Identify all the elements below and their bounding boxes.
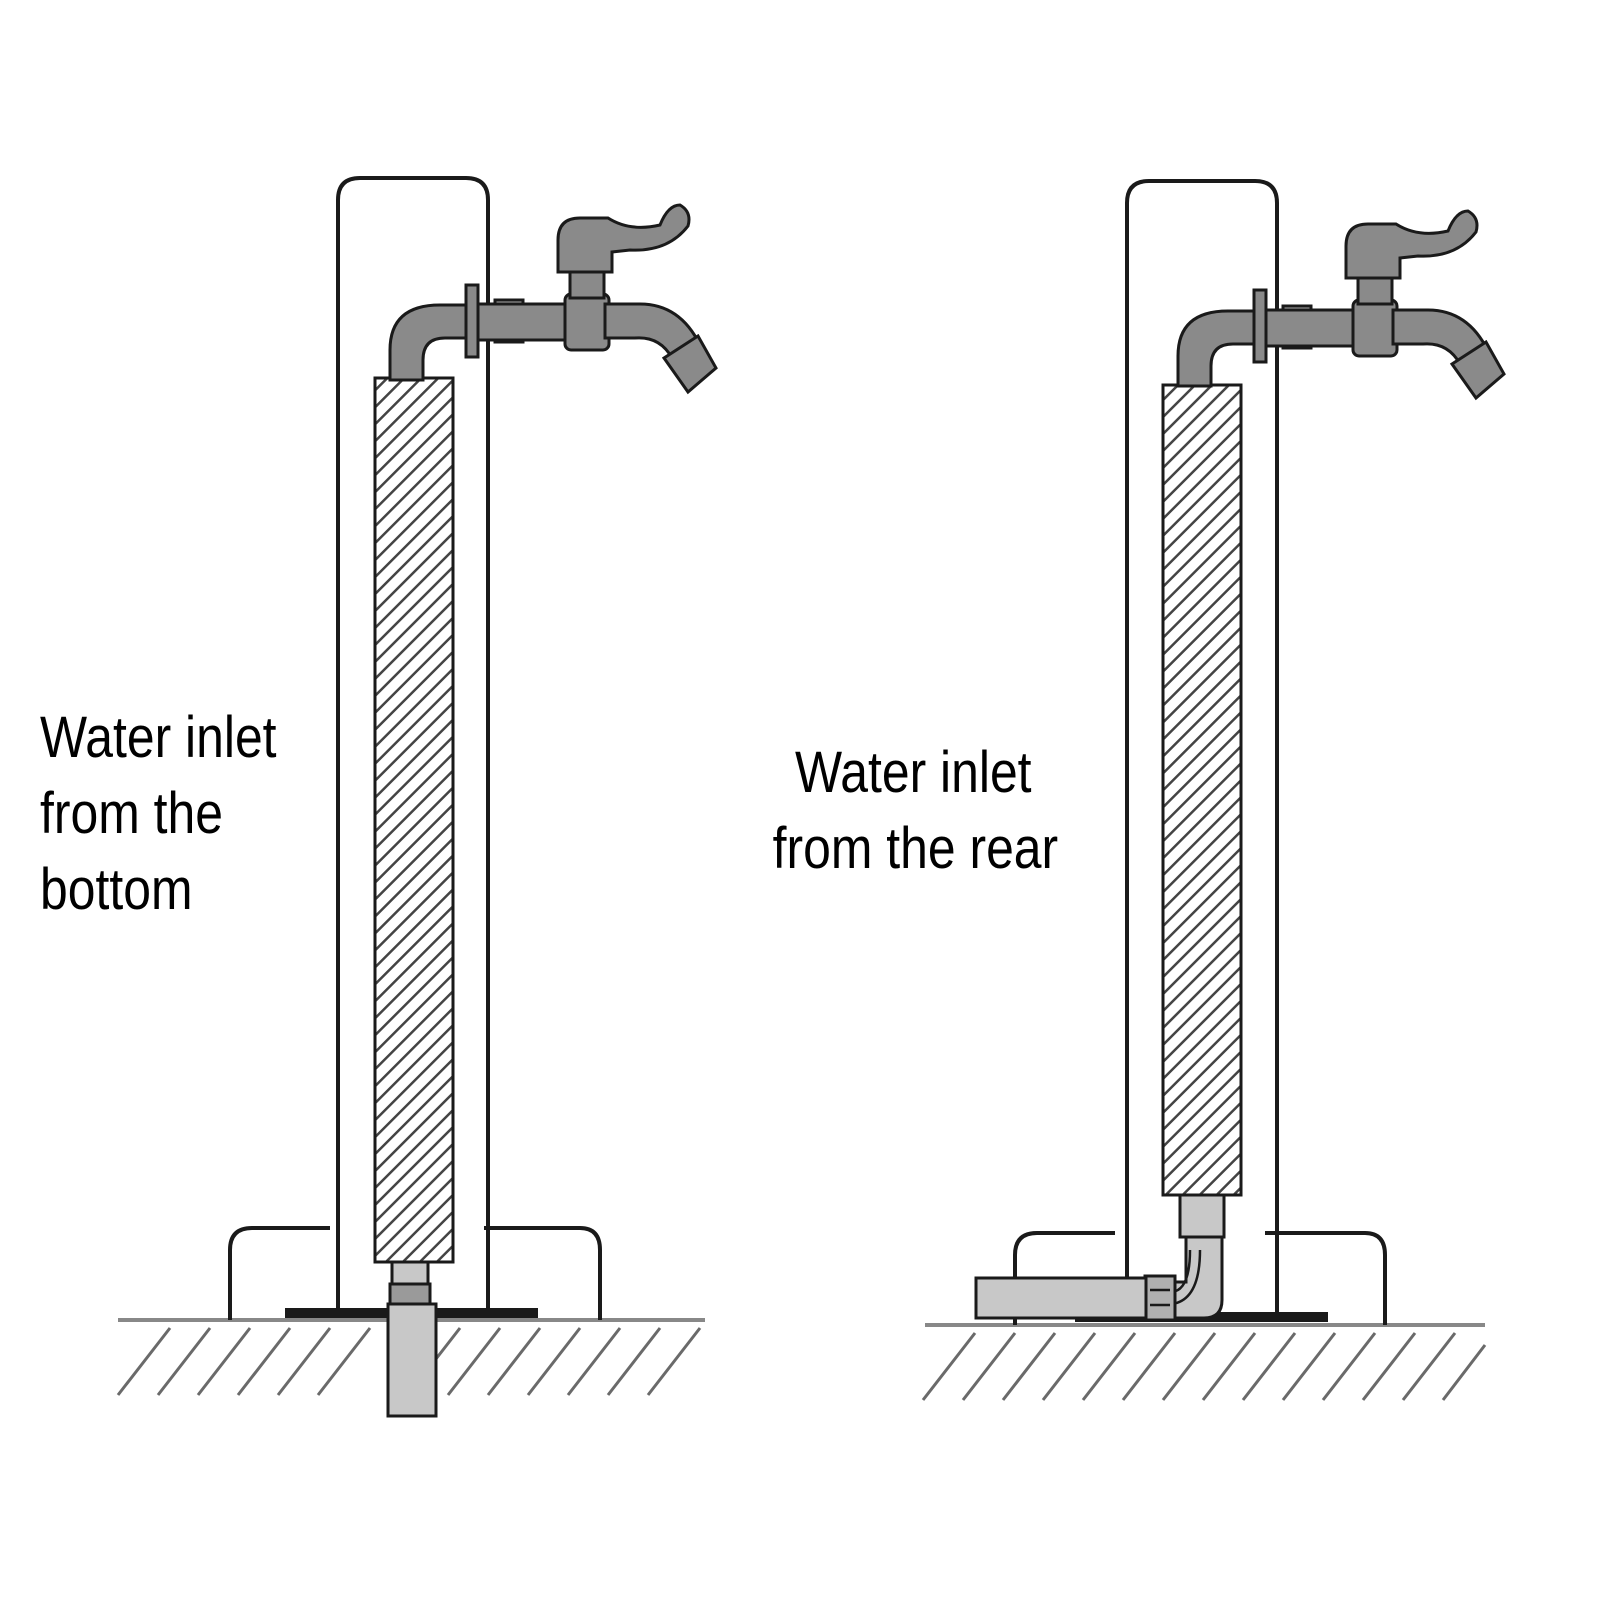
base-bracket-left (228, 1226, 602, 1320)
wall-flange-right (1252, 288, 1268, 364)
supply-pipe-rear (974, 1276, 1148, 1320)
elbow-pipe-right (1176, 309, 1260, 388)
bottom-inlet-label-line-2: from the (40, 781, 223, 846)
faucet-handle-left (556, 203, 691, 274)
faucet-nozzle-right (1449, 339, 1506, 401)
hose-right (1161, 383, 1243, 1197)
bottom-inlet-label: Water inlet from the bottom (40, 700, 277, 928)
faucet-handle-right (1344, 209, 1479, 280)
faucet-center-left (563, 292, 611, 352)
rear-inlet-label: Water inlet from the rear (773, 735, 1059, 887)
supply-pipe-bottom (386, 1302, 438, 1418)
bottom-inlet-label-line-3: bottom (40, 857, 193, 922)
faucet-body-left (476, 302, 570, 342)
bottom-inlet-assembly (116, 176, 718, 1418)
rear-inlet-label-line-1: Water inlet (795, 740, 1032, 805)
ground-left (116, 1318, 705, 1396)
ground-right (921, 1323, 1487, 1401)
wall-flange-left (464, 283, 480, 359)
elbow-pipe-left (388, 303, 472, 382)
base-bracket-right (1013, 1231, 1387, 1325)
post-left (336, 176, 490, 1310)
hose-left (373, 376, 455, 1264)
rear-inlet-label-line-2: from the rear (772, 816, 1059, 881)
faucet-nozzle-left (661, 333, 718, 395)
bottom-inlet-label-line-1: Water inlet (40, 705, 277, 770)
lower-coupling-left (390, 1260, 430, 1286)
faucet-body-right (1264, 308, 1358, 348)
lower-coupling-right (1178, 1193, 1226, 1239)
lower-nut-left (388, 1282, 432, 1306)
faucet-center-right (1351, 298, 1399, 358)
rear-nut (1143, 1274, 1177, 1322)
post-right (1125, 179, 1279, 1315)
rear-inlet-assembly (921, 179, 1506, 1401)
